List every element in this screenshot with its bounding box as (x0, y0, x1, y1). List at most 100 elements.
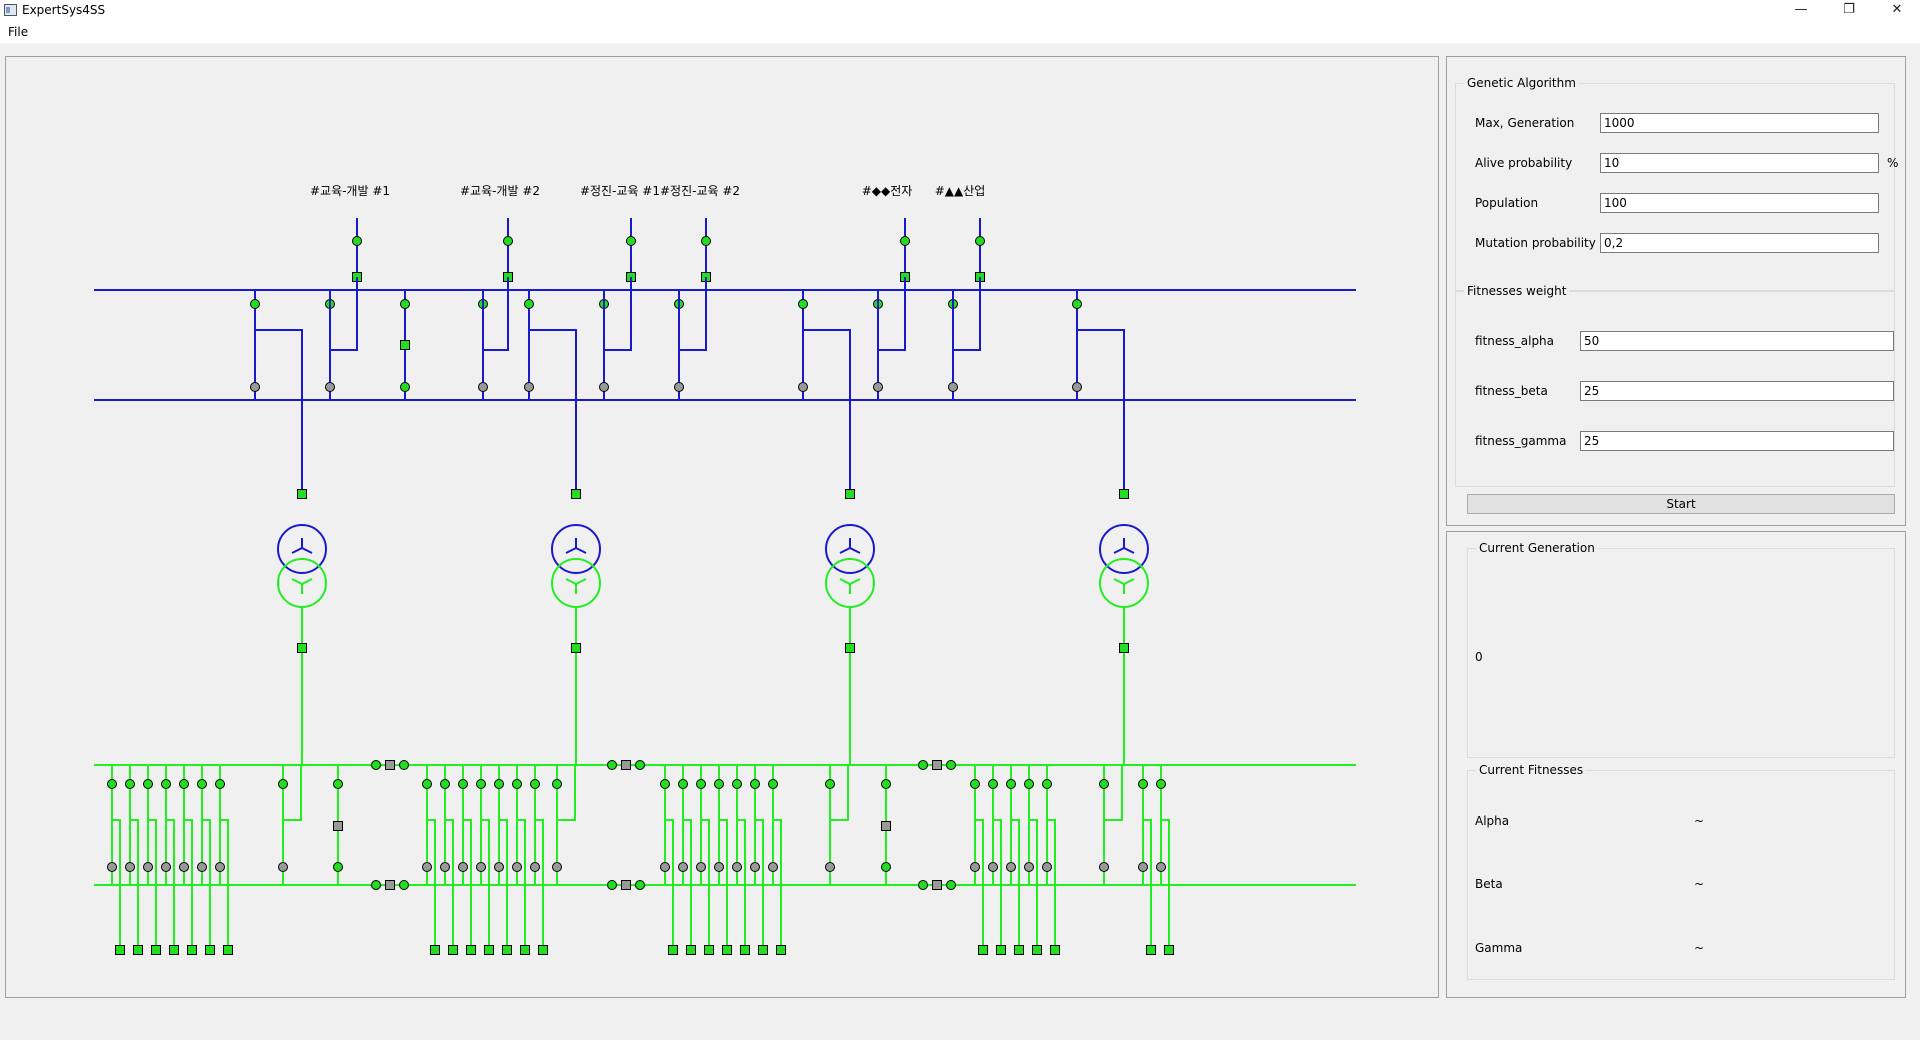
lv-load (133, 945, 143, 955)
lv-outgoing (755, 819, 764, 950)
transformer-lv-winding (551, 558, 601, 608)
lv-load (758, 945, 768, 955)
bus-tie-switch (932, 880, 942, 890)
lv-outgoing (499, 819, 508, 950)
bay-breaker-2 (798, 382, 808, 392)
winding-mark (1123, 547, 1135, 554)
lv-outgoing (427, 819, 436, 950)
lv-breaker-2 (988, 862, 998, 872)
lv-bay-link (557, 765, 576, 821)
winding-mark (839, 578, 851, 585)
bay-breaker (1072, 299, 1082, 309)
lv-breaker-2 (732, 862, 742, 872)
winding-mark (565, 547, 577, 554)
transformer-lv-winding (1099, 558, 1149, 608)
menu-file[interactable]: File (8, 25, 29, 39)
close-button[interactable]: ✕ (1891, 2, 1903, 17)
lv-breaker (1042, 779, 1052, 789)
lv-breaker-2 (714, 862, 724, 872)
bus-tie-breaker (399, 880, 409, 890)
lv-load (996, 945, 1006, 955)
lv-breaker-2 (1138, 862, 1148, 872)
lv-coupler-breaker (333, 779, 343, 789)
gamma-value: ~ (1694, 941, 1705, 955)
lv-load (502, 945, 512, 955)
fitness-gamma-label: fitness_gamma (1475, 434, 1567, 448)
lv-coupler-breaker (881, 779, 891, 789)
percent-unit: % (1887, 156, 1899, 170)
lv-bay-breaker-2 (1099, 862, 1109, 872)
lv-bay-breaker (552, 779, 562, 789)
transformer-hv-winding (1099, 524, 1149, 574)
winding-mark (291, 547, 303, 554)
lv-outgoing (220, 819, 229, 950)
lv-breaker (530, 779, 540, 789)
fitness-alpha-input[interactable] (1580, 331, 1894, 351)
transformer-lv-winding (277, 558, 327, 608)
max-generation-label: Max, Generation (1475, 116, 1575, 130)
lv-breaker-2 (107, 862, 117, 872)
lv-load (1164, 945, 1174, 955)
status-panel: Current Generation 0 Current Fitnesses A… (1446, 531, 1906, 998)
alpha-label: Alpha (1475, 814, 1510, 828)
lv-breaker-2 (494, 862, 504, 872)
bay-breaker (798, 299, 808, 309)
fitness-beta-input[interactable] (1580, 381, 1894, 401)
lv-outgoing (701, 819, 710, 950)
bus-tie-switch (621, 760, 631, 770)
lv-outgoing (1029, 819, 1038, 950)
lv-bay-link (283, 765, 302, 821)
bus-tie-breaker (635, 760, 645, 770)
transformer-lv-winding (825, 558, 875, 608)
winding-mark (291, 578, 303, 585)
bus-tie-switch (932, 760, 942, 770)
transformer-hv-winding (551, 524, 601, 574)
bus-tie-breaker (371, 880, 381, 890)
lv-outgoing (1011, 819, 1020, 950)
transformer-lv-switch (1119, 643, 1129, 653)
bay-breaker (250, 299, 260, 309)
single-line-diagram-canvas[interactable]: #교육-개발 #1#교육-개발 #2#정진-교육 #1#정진-교육 #2#◆◆전… (5, 56, 1439, 998)
lv-outgoing (737, 819, 746, 950)
lv-load (223, 945, 233, 955)
winding-mark (301, 547, 313, 554)
lv-breaker (714, 779, 724, 789)
alive-probability-input[interactable] (1600, 153, 1879, 173)
lv-breaker-2 (458, 862, 468, 872)
lv-breaker-2 (678, 862, 688, 872)
lv-breaker (161, 779, 171, 789)
lv-bay-link (830, 765, 849, 821)
fitness-gamma-input[interactable] (1580, 431, 1894, 451)
lv-load (448, 945, 458, 955)
max-generation-input[interactable] (1600, 113, 1879, 133)
lv-outgoing (773, 819, 782, 950)
bus-tie-breaker (371, 760, 381, 770)
lv-breaker (107, 779, 117, 789)
minimize-button[interactable]: — (1794, 2, 1808, 17)
lv-breaker (197, 779, 207, 789)
lv-bay-breaker-2 (825, 862, 835, 872)
lv-outgoing (993, 819, 1002, 950)
lv-breaker-2 (125, 862, 135, 872)
feeder-bus-breaker-2 (599, 382, 609, 392)
lv-load (1050, 945, 1060, 955)
feeder-bus-breaker-2 (325, 382, 335, 392)
bus-tie-breaker (399, 760, 409, 770)
lv-bay-breaker (1099, 779, 1109, 789)
lv-breaker-2 (161, 862, 171, 872)
hv-switch (400, 340, 410, 350)
feeder-breaker (975, 236, 985, 246)
lv-breaker (512, 779, 522, 789)
lv-breaker (422, 779, 432, 789)
population-input[interactable] (1600, 193, 1879, 213)
transformer-hv-switch (297, 489, 307, 499)
mutation-probability-input[interactable] (1600, 233, 1879, 253)
start-button[interactable]: Start (1467, 494, 1895, 514)
population-label: Population (1475, 196, 1539, 210)
feeder-bus-breaker-2 (674, 382, 684, 392)
restore-button[interactable]: ❐ (1843, 2, 1855, 17)
beta-value: ~ (1694, 877, 1705, 891)
lv-outgoing (1047, 819, 1056, 950)
feeder-breaker (352, 236, 362, 246)
winding-mark (849, 578, 861, 585)
